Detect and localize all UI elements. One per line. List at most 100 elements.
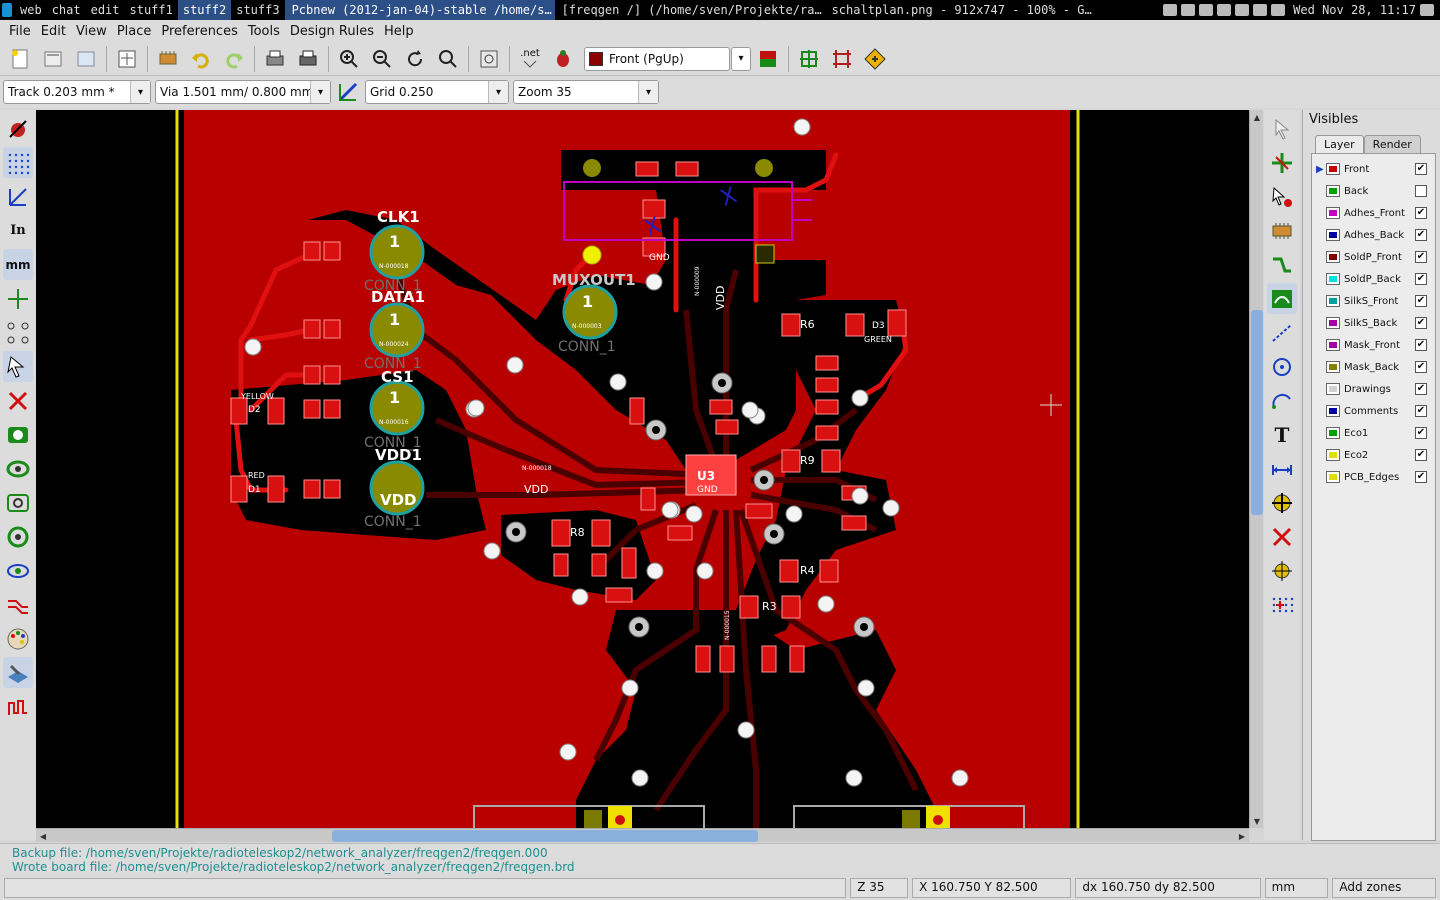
layer-visible-checkbox[interactable]: ✔ xyxy=(1415,207,1427,219)
taskbar-window[interactable]: Pcbnew (2012-jan-04)-stable /home/s… xyxy=(284,0,555,20)
layer-row-comments[interactable]: Comments✔ xyxy=(1312,400,1435,422)
show-ratsnest-icon[interactable] xyxy=(3,317,33,348)
workspace-chat[interactable]: chat xyxy=(51,3,81,17)
menu-help[interactable]: Help xyxy=(383,23,414,39)
clipboard-icon[interactable] xyxy=(1163,4,1178,16)
menu-place[interactable]: Place xyxy=(116,23,152,39)
menu-design-rules[interactable]: Design Rules xyxy=(289,23,374,39)
layer-color-swatch[interactable] xyxy=(1326,361,1340,373)
show-zones-icon[interactable] xyxy=(3,419,33,450)
layer-color-swatch[interactable] xyxy=(1326,251,1340,263)
layer-visible-checkbox[interactable]: ✔ xyxy=(1415,383,1427,395)
layer-row-adhes_front[interactable]: Adhes_Front✔ xyxy=(1312,202,1435,224)
horizontal-scrollbar[interactable]: ◀ ▶ xyxy=(36,828,1249,842)
redo-icon[interactable] xyxy=(218,44,250,74)
undo-icon[interactable] xyxy=(185,44,217,74)
highlight-net-icon[interactable] xyxy=(1267,147,1297,178)
add-target-icon[interactable] xyxy=(1267,487,1297,518)
menu-preferences[interactable]: Preferences xyxy=(161,23,238,39)
layer-color-swatch[interactable] xyxy=(1326,229,1340,241)
track-width-select[interactable]: Track 0.203 mm *▾ xyxy=(3,80,151,104)
layer-visible-checkbox[interactable]: ✔ xyxy=(1415,339,1427,351)
drc-off-icon[interactable] xyxy=(3,113,33,144)
scroll-left-icon[interactable]: ◀ xyxy=(39,831,47,841)
redraw-icon[interactable] xyxy=(399,44,431,74)
scroll-right-icon[interactable]: ▶ xyxy=(1238,831,1246,841)
workspace-stuff2[interactable]: stuff2 xyxy=(177,0,232,20)
layer-visible-checkbox[interactable]: ✔ xyxy=(1415,229,1427,241)
layer-color-swatch[interactable] xyxy=(1326,207,1340,219)
layer-visible-checkbox[interactable]: ✔ xyxy=(1415,295,1427,307)
network-icon[interactable] xyxy=(1271,4,1286,16)
zoom-select[interactable]: Zoom 35▾ xyxy=(513,80,659,104)
layer-visible-checkbox[interactable]: ✔ xyxy=(1415,449,1427,461)
layer-row-soldp_back[interactable]: SoldP_Back✔ xyxy=(1312,268,1435,290)
units-inch-icon[interactable]: In xyxy=(10,223,26,238)
layer-row-mask_back[interactable]: Mask_Back✔ xyxy=(1312,356,1435,378)
tab-layer[interactable]: Layer xyxy=(1315,135,1364,153)
layer-visible-checkbox[interactable]: ✔ xyxy=(1415,405,1427,417)
layers-manager-icon[interactable] xyxy=(3,657,33,688)
via-size-select[interactable]: Via 1.501 mm/ 0.800 mm▾ xyxy=(155,80,331,104)
chevron-down-icon[interactable]: ▾ xyxy=(130,81,150,103)
plot-icon[interactable] xyxy=(292,44,324,74)
layer-row-eco2[interactable]: Eco2✔ xyxy=(1312,444,1435,466)
tab-render[interactable]: Render xyxy=(1363,135,1421,153)
add-line-icon[interactable] xyxy=(1267,317,1297,348)
select-arrow-icon[interactable] xyxy=(1267,113,1297,144)
chevron-down-icon[interactable]: ▾ xyxy=(310,81,330,103)
conn-muxout1[interactable]: 1 MUXOUT1 CONN_1 N-000003 xyxy=(552,271,636,355)
add-zone-icon[interactable] xyxy=(1267,283,1297,314)
via-sketch-icon[interactable] xyxy=(3,555,33,586)
volume-icon[interactable] xyxy=(1253,4,1268,16)
layer-color-swatch[interactable] xyxy=(1326,405,1340,417)
add-dimension-icon[interactable] xyxy=(1267,453,1297,484)
layer-color-swatch[interactable] xyxy=(1326,339,1340,351)
autoroute-icon[interactable] xyxy=(826,44,858,74)
layer-color-swatch[interactable] xyxy=(1326,471,1340,483)
add-track-icon[interactable] xyxy=(1267,249,1297,280)
conn-clk1[interactable]: 1 CLK1 CONN_1 N-000018 xyxy=(364,208,425,294)
add-module-icon[interactable] xyxy=(1267,215,1297,246)
horizontal-scroll-thumb[interactable] xyxy=(332,830,758,842)
layer-visible-checkbox[interactable]: ✔ xyxy=(1415,251,1427,263)
freeroute-icon[interactable] xyxy=(859,44,891,74)
zoom-fit-icon[interactable] xyxy=(432,44,464,74)
menu-file[interactable]: File xyxy=(9,23,31,39)
workspace-edit[interactable]: edit xyxy=(90,3,120,17)
scroll-up-icon[interactable]: ▲ xyxy=(1253,112,1261,122)
layer-row-silks_back[interactable]: SilkS_Back✔ xyxy=(1312,312,1435,334)
taskbar-window[interactable]: [freqgen /] (/home/sven/Projekte/ra… xyxy=(555,0,825,20)
module-ratsnest-icon[interactable] xyxy=(3,351,33,382)
add-circle-icon[interactable] xyxy=(1267,351,1297,382)
netlist-icon[interactable]: .net xyxy=(514,44,546,74)
grid-select[interactable]: Grid 0.250▾ xyxy=(365,80,509,104)
workspace-web[interactable]: web xyxy=(20,3,42,17)
find-icon[interactable] xyxy=(473,44,505,74)
autoplace-icon[interactable] xyxy=(793,44,825,74)
microwave-tools-icon[interactable] xyxy=(3,691,33,722)
layer-color-swatch[interactable] xyxy=(1326,383,1340,395)
layer-color-swatch[interactable] xyxy=(1326,427,1340,439)
layer-visible-checkbox[interactable]: ✔ xyxy=(1415,163,1427,175)
conn-data1[interactable]: 1 DATA1 CONN_1 N-000024 xyxy=(364,288,425,372)
layer-row-back[interactable]: Back xyxy=(1312,180,1435,202)
pcb-canvas[interactable]: U3 GND 1 CLK1 CONN_1 N-000018 1 DATA1 CO… xyxy=(36,110,1249,828)
layer-color-swatch[interactable] xyxy=(1326,273,1340,285)
workspace-stuff1[interactable]: stuff1 xyxy=(129,3,173,17)
high-contrast-icon[interactable] xyxy=(3,623,33,654)
units-mm-icon[interactable]: mm xyxy=(3,249,33,280)
layer-row-eco1[interactable]: Eco1✔ xyxy=(1312,422,1435,444)
layer-row-pcb_edges[interactable]: PCB_Edges✔ xyxy=(1312,466,1435,488)
layer-visible-checkbox[interactable] xyxy=(1415,185,1427,197)
module-editor-icon[interactable] xyxy=(152,44,184,74)
track-sketch-icon[interactable] xyxy=(3,589,33,620)
layer-visible-checkbox[interactable]: ✔ xyxy=(1415,427,1427,439)
auto-track-width-icon[interactable] xyxy=(335,77,361,107)
layer-visible-checkbox[interactable]: ✔ xyxy=(1415,361,1427,373)
battery-icon[interactable] xyxy=(1235,4,1250,16)
layer-row-mask_front[interactable]: Mask_Front✔ xyxy=(1312,334,1435,356)
layer-select-dropdown[interactable]: ▾ xyxy=(731,46,751,71)
conn-vdd1[interactable]: VDD VDD1 CONN_1 xyxy=(364,446,425,530)
layer-visible-checkbox[interactable]: ✔ xyxy=(1415,273,1427,285)
